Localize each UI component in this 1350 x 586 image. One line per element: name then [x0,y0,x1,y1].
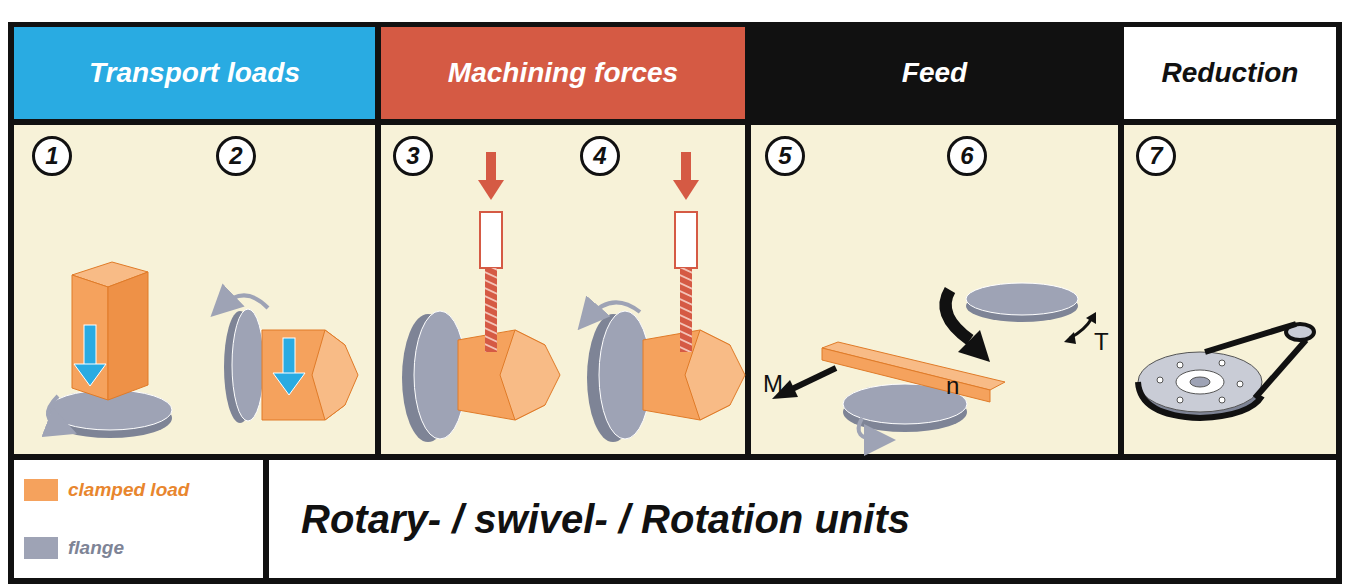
header-text: Machining forces [448,57,678,89]
callout-number: 3 [393,136,433,176]
legend-text: clamped load [68,479,189,501]
title-box: Rotary- / swivel- / Rotation units [269,460,1336,578]
header-text: Feed [902,57,967,89]
header-text: Transport loads [89,57,300,89]
header-band: Transport loads [14,27,375,119]
header-text: Reduction [1162,57,1299,89]
callout-number: 5 [765,136,805,176]
symbol-label: n [946,374,959,398]
header-band: Machining forces [381,27,745,119]
callout-number: 7 [1136,136,1176,176]
legend-text: flange [68,537,124,559]
symbol-label: M [763,372,783,396]
callout-number: 6 [947,136,987,176]
legend-row: flange [24,528,124,568]
callout-number: 1 [32,136,72,176]
legend-swatch [24,479,58,501]
callout-number: 4 [580,136,620,176]
legend-row: clamped load [24,470,189,510]
header-band: Feed [751,27,1118,119]
header-band: Reduction [1124,27,1336,119]
legend-swatch [24,537,58,559]
symbol-label: T [1094,330,1109,354]
diagram-title: Rotary- / swivel- / Rotation units [301,497,910,542]
callout-number: 2 [216,136,256,176]
